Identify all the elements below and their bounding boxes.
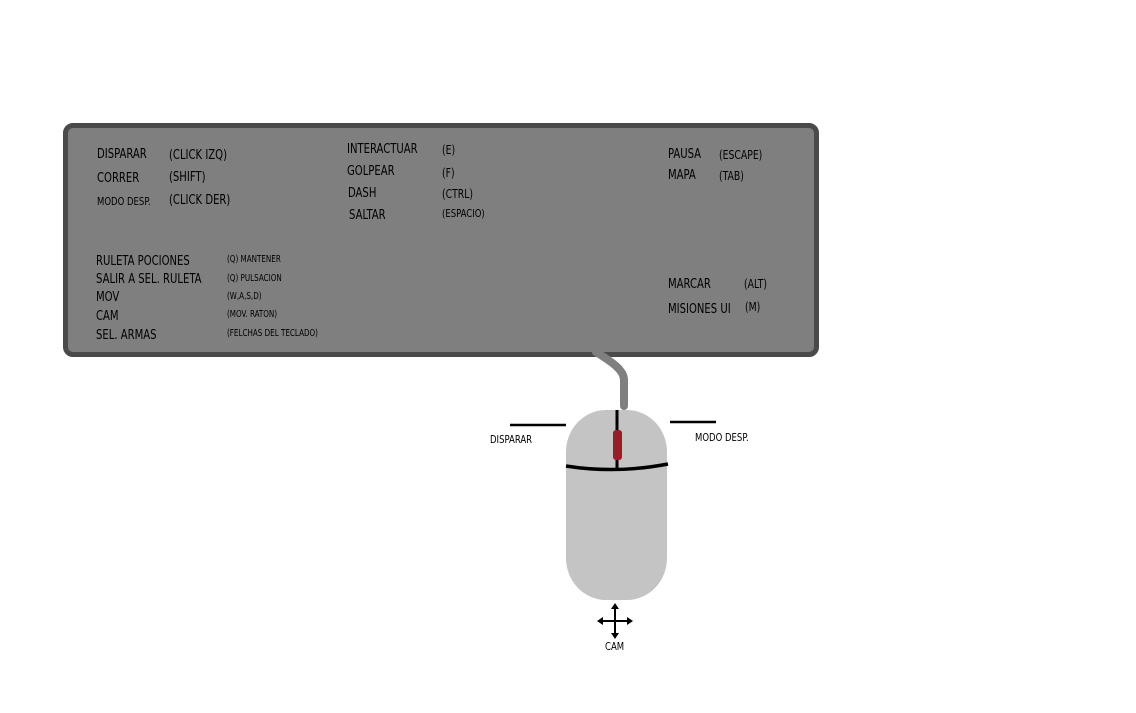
action-label: MARCAR [668,277,711,292]
action-label: DISPARAR [97,147,147,162]
mouse-move-label: CAM [605,640,625,653]
action-label: SALIR A SEL. RULETA [96,272,202,287]
action-label: CAM [96,309,119,324]
key-label: (TAB) [719,169,744,183]
key-label: (F) [442,166,455,180]
mouse-buttons-edge [565,462,669,472]
key-label: (ALT) [744,277,768,291]
mouse-right-label: MODO DESP. [695,431,749,444]
action-label: MOV [96,290,120,305]
key-label: (CLICK IZQ) [169,148,228,163]
key-label: (SHIFT) [169,170,206,185]
mouse-left-label: DISPARAR [490,433,533,446]
key-label: (W,A,S,D) [227,291,262,302]
action-label: CORRER [97,171,140,186]
mouse-body [566,410,667,600]
action-label: GOLPEAR [347,164,395,179]
key-label: (ESPACIO) [442,207,485,220]
key-label: (Q) PULSACION [227,273,282,284]
action-label: PAUSA [668,147,702,162]
action-label: MISIONES UI [668,302,731,317]
action-label: MODO DESP. [97,195,151,208]
action-label: MAPA [668,168,696,183]
key-label: (Q) MANTENER [227,254,281,265]
mouse-cable [592,348,628,410]
key-label: (ESCAPE) [719,148,763,162]
key-label: (M) [745,300,761,314]
action-label: INTERACTUAR [347,142,418,157]
move-arrows-icon [597,603,633,639]
action-label: SEL. ARMAS [96,328,157,343]
key-label: (FELCHAS DEL TECLADO) [227,328,318,339]
key-label: (MOV. RATON) [227,309,278,320]
controls-panel [63,123,819,357]
key-label: (CLICK DER) [169,193,231,208]
action-label: DASH [348,186,377,201]
key-label: (CTRL) [442,187,474,201]
key-label: (E) [442,143,456,157]
action-label: RULETA POCIONES [96,254,190,269]
action-label: SALTAR [349,208,386,223]
mouse-wheel [613,430,622,460]
